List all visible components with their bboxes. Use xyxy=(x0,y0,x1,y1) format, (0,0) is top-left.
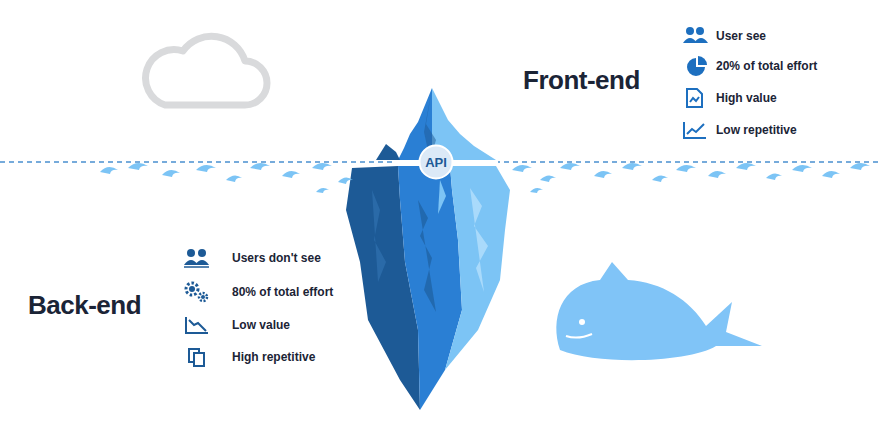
api-circle: API xyxy=(418,144,454,180)
users-icon xyxy=(683,27,708,43)
whale xyxy=(556,262,762,360)
pie-icon xyxy=(687,56,707,76)
feature-text: User see xyxy=(716,29,766,43)
feature-text: High value xyxy=(716,91,777,105)
section-heading: Back-end xyxy=(28,290,141,321)
gears-icon xyxy=(186,283,207,301)
feature-text: 20% of total effort xyxy=(716,59,817,73)
chart-down-icon xyxy=(186,317,208,333)
api-label: API xyxy=(425,155,447,170)
front-end-icons xyxy=(683,27,708,138)
document-icon xyxy=(687,89,702,107)
section-heading: Front-end xyxy=(523,65,640,96)
back-end-icons xyxy=(184,249,209,366)
feature-text: Users don't see xyxy=(232,251,321,265)
feature-text: 80% of total effort xyxy=(232,285,333,299)
chart-up-icon xyxy=(684,122,706,138)
copies-icon xyxy=(189,349,204,366)
feature-text: Low repetitive xyxy=(716,123,797,137)
feature-text: High repetitive xyxy=(232,350,315,364)
users-icon xyxy=(184,249,209,267)
iceberg-underwater xyxy=(346,166,510,410)
feature-text: Low value xyxy=(232,318,290,332)
cloud xyxy=(146,36,267,105)
waves xyxy=(100,163,870,193)
